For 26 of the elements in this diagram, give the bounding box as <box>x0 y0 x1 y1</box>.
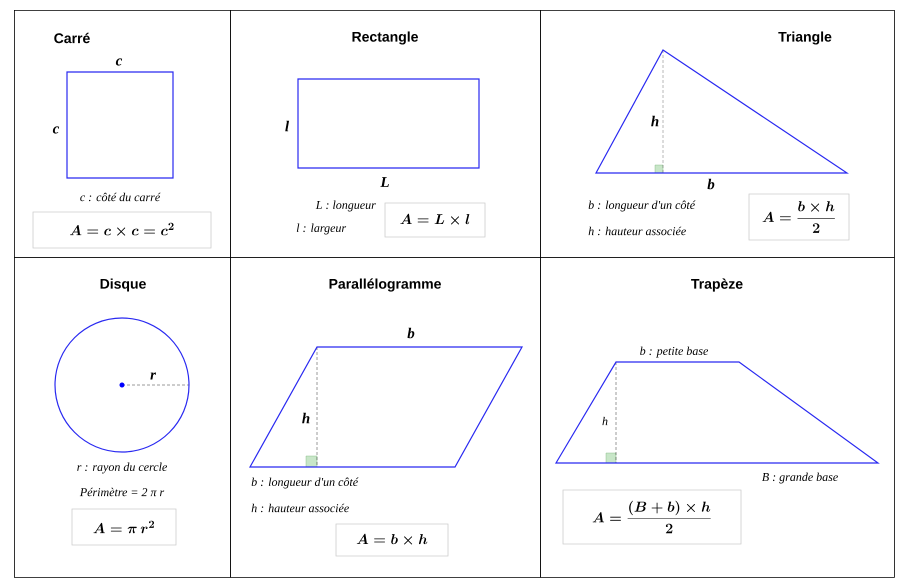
variable-label: b <box>707 178 714 190</box>
description-text: h : hauteur associée <box>588 226 686 236</box>
variable-label: L <box>380 177 389 187</box>
description-text: b : longueur d'un côté <box>588 200 696 212</box>
formula-box: $A = \pi\, r^{2}$ <box>72 508 176 546</box>
description-text: L : longueur <box>316 200 376 212</box>
variable-label: h <box>651 116 658 126</box>
formula-box: $A = b \times h$ <box>336 524 448 556</box>
variable-label: c <box>52 126 60 134</box>
formula-box: $A = c \times c = c^{2}$ <box>32 212 212 248</box>
variable-label: b <box>407 328 414 338</box>
variable-label: l <box>285 120 290 132</box>
variable-label: c <box>116 58 122 66</box>
description-text: b : longueur d'un côté <box>252 478 359 488</box>
description-text: h : hauteur associée <box>252 504 349 512</box>
description-text: h <box>602 416 608 426</box>
variable-label: r <box>150 372 156 380</box>
formula-box: $A = \dfrac{b \times h}{2}$ <box>748 194 850 240</box>
formula-box: $A = \dfrac{(B + b) \times h}{2}$ <box>562 490 742 544</box>
description-text: l : largeur <box>296 224 346 234</box>
description-text: r : rayon du cercle <box>77 462 167 474</box>
variable-label: h <box>302 412 310 424</box>
formula-box: $A = L \times l$ <box>384 202 486 238</box>
description-text: b : petite base <box>640 346 708 358</box>
description-text: B : grande base <box>762 472 838 484</box>
description-text: Périmètre = 2 π r <box>80 488 164 496</box>
